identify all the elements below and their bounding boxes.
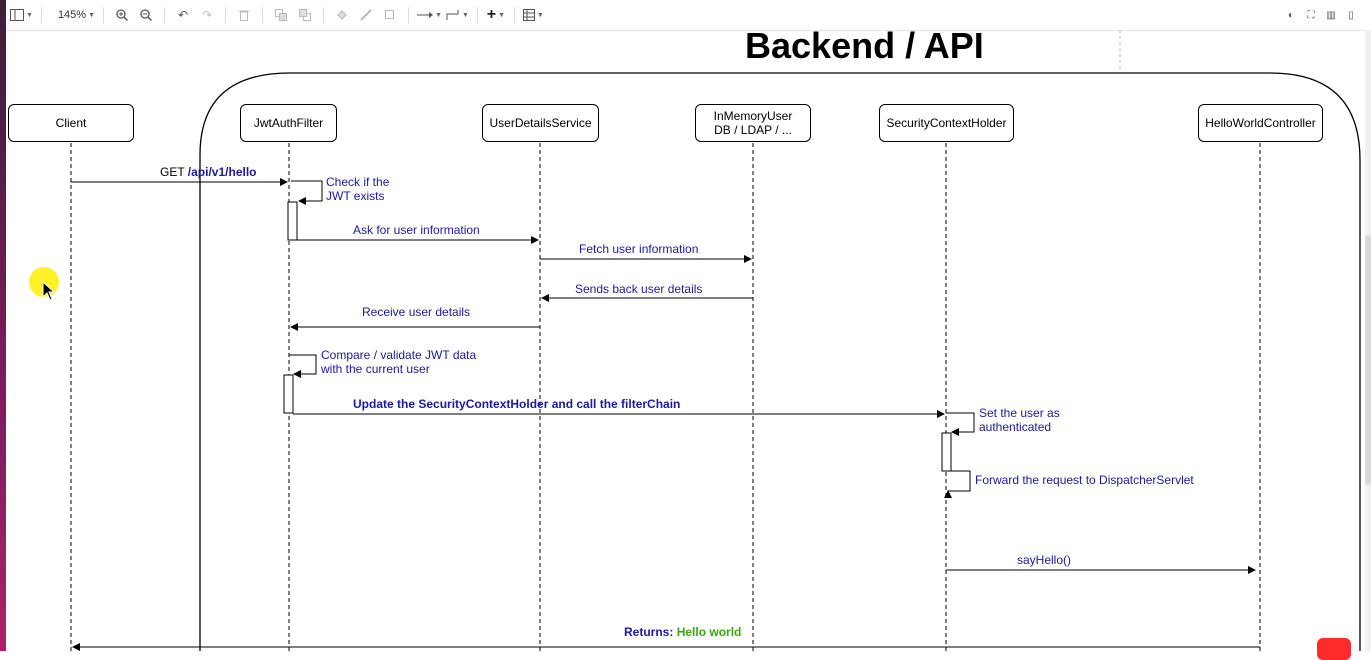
returns-label: Returns: [624,625,674,639]
split-icon[interactable]: ▥ [1326,9,1336,21]
msg-label-say-hello: sayHello() [1017,553,1072,567]
to-front-icon[interactable] [269,4,293,26]
msg-forward-path [947,470,971,493]
participant-label: Client [55,116,87,130]
participant-client[interactable]: Client [8,104,134,142]
compare-line1: Compare / validate JWT data [321,348,477,362]
check-jwt-line1: Check if the [326,175,390,189]
set-user-line1: Set the user as [979,406,1060,420]
get-path: /api/v1/hello [187,165,257,179]
window-edge [0,0,6,651]
lifelines [70,143,1261,651]
panel-layout-icon[interactable]: ▼ [8,4,35,26]
msg-label-ask-user: Ask for user information [353,223,480,237]
backend-container [199,72,1361,651]
diagram-canvas[interactable] [6,31,1365,651]
check-jwt-line2: JWT exists [326,189,385,203]
diagram-title: Backend / API [745,25,984,66]
connection-icon[interactable]: ▼ [415,4,444,26]
set-user-line2: authenticated [979,420,1052,434]
zoom-out-icon[interactable] [134,4,158,26]
activation-jwt-2 [283,374,294,414]
participant-label: InMemoryUser [713,109,793,123]
youtube-icon[interactable] [1317,638,1351,660]
zoom-level: 145% [57,9,87,21]
waypoints-icon[interactable]: ▼ [444,4,471,26]
mouse-cursor-icon [42,281,56,301]
zoom-in-icon[interactable] [110,4,134,26]
theme-icon[interactable]: ◐ [1287,9,1295,21]
insert-icon[interactable]: +▼ [486,6,506,23]
fullscreen-icon[interactable]: ⛶ [1307,9,1315,21]
vertical-scrollbar[interactable] [1365,235,1371,485]
participant-label: SecurityContextHolder [886,116,1007,130]
participant-in-memory-db[interactable]: InMemoryUser DB / LDAP / ... [695,104,811,142]
msg-label-sends-back: Sends back user details [575,282,703,296]
msg-check-jwt [291,180,323,205]
table-icon[interactable]: ▼ [521,4,546,26]
participant-label: UserDetailsService [489,116,592,130]
participant-user-details-service[interactable]: UserDetailsService [482,104,599,142]
msg-label-fetch-user: Fetch user information [579,242,699,256]
participant-hello-world-controller[interactable]: HelloWorldController [1198,104,1323,142]
msg-forward-arrowhead [944,490,952,498]
msg-label-returns: Returns: Hello world [624,625,741,639]
msg-set-user [946,412,975,436]
msg-label-forward: Forward the request to DispatcherServlet [975,473,1194,487]
undo-icon[interactable]: ↶ [177,8,189,22]
participant-security-context-holder[interactable]: SecurityContextHolder [879,104,1014,142]
toolbar: ▼ 145%▼ ↶ ↷ ▼ ▼ +▼ ▼ ◐ ⛶ ▥ ▯ [6,0,1365,31]
get-method: GET [160,165,188,179]
zoom-select[interactable]: 145%▼ [57,9,96,21]
compare-line2: with the current user [321,362,430,376]
participant-jwt-auth-filter[interactable]: JwtAuthFilter [240,104,337,142]
msg-label-get: GET /api/v1/hello [160,165,257,179]
shadow-icon[interactable] [378,4,402,26]
line-color-icon[interactable] [354,4,378,26]
participant-label: HelloWorldController [1205,116,1316,130]
activation-sch [941,432,952,472]
format-icon[interactable]: ▯ [1348,9,1354,21]
to-back-icon[interactable] [293,4,317,26]
redo-icon[interactable]: ↷ [201,8,213,22]
activation-jwt-1 [287,201,298,241]
msg-compare [289,354,317,378]
delete-icon[interactable] [232,4,256,26]
returns-value: Hello world [676,625,742,639]
msg-label-update-sch: Update the SecurityContextHolder and cal… [353,397,681,411]
msg-label-receive-user: Receive user details [362,305,471,319]
fill-color-icon[interactable] [330,4,354,26]
participant-label: JwtAuthFilter [253,116,324,130]
participant-label: DB / LDAP / ... [714,123,792,137]
